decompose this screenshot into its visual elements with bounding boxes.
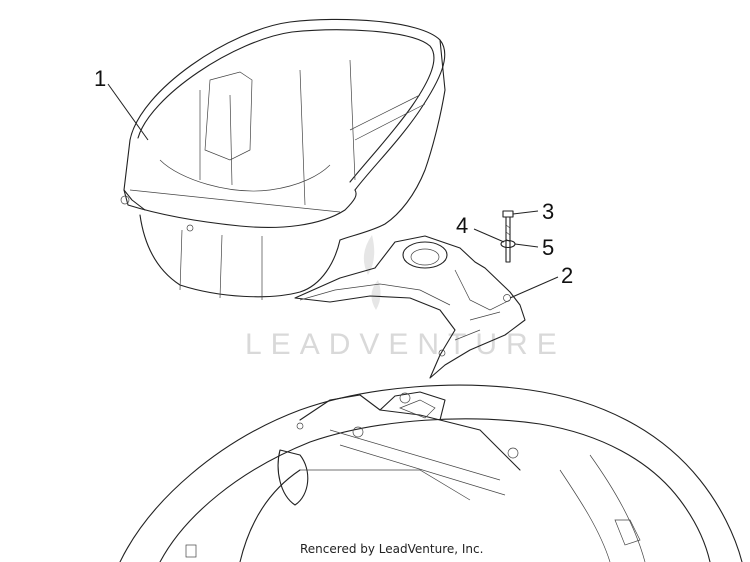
part-storage-bin (120, 18, 446, 300)
part-bracket (294, 235, 526, 379)
callout-5: 5 (542, 235, 554, 260)
watermark-leaf-icon (363, 235, 381, 310)
leader-1 (107, 83, 149, 141)
part-frame-body (119, 384, 743, 562)
callout-2: 2 (561, 263, 573, 288)
watermark: LEADVENTURE (245, 235, 566, 361)
callout-4: 4 (456, 213, 468, 238)
watermark-text: LEADVENTURE (245, 328, 566, 361)
leader-lines (107, 83, 559, 299)
leader-5 (514, 243, 539, 248)
leader-4 (473, 228, 505, 243)
credit-text: Rencered by LeadVenture, Inc. (300, 542, 483, 556)
callout-labels: 1 2 3 4 5 (94, 66, 573, 288)
callout-3: 3 (542, 199, 554, 224)
callout-1: 1 (94, 66, 106, 91)
part-bolt (502, 210, 514, 263)
leader-3 (512, 210, 539, 215)
leader-2 (509, 276, 559, 299)
